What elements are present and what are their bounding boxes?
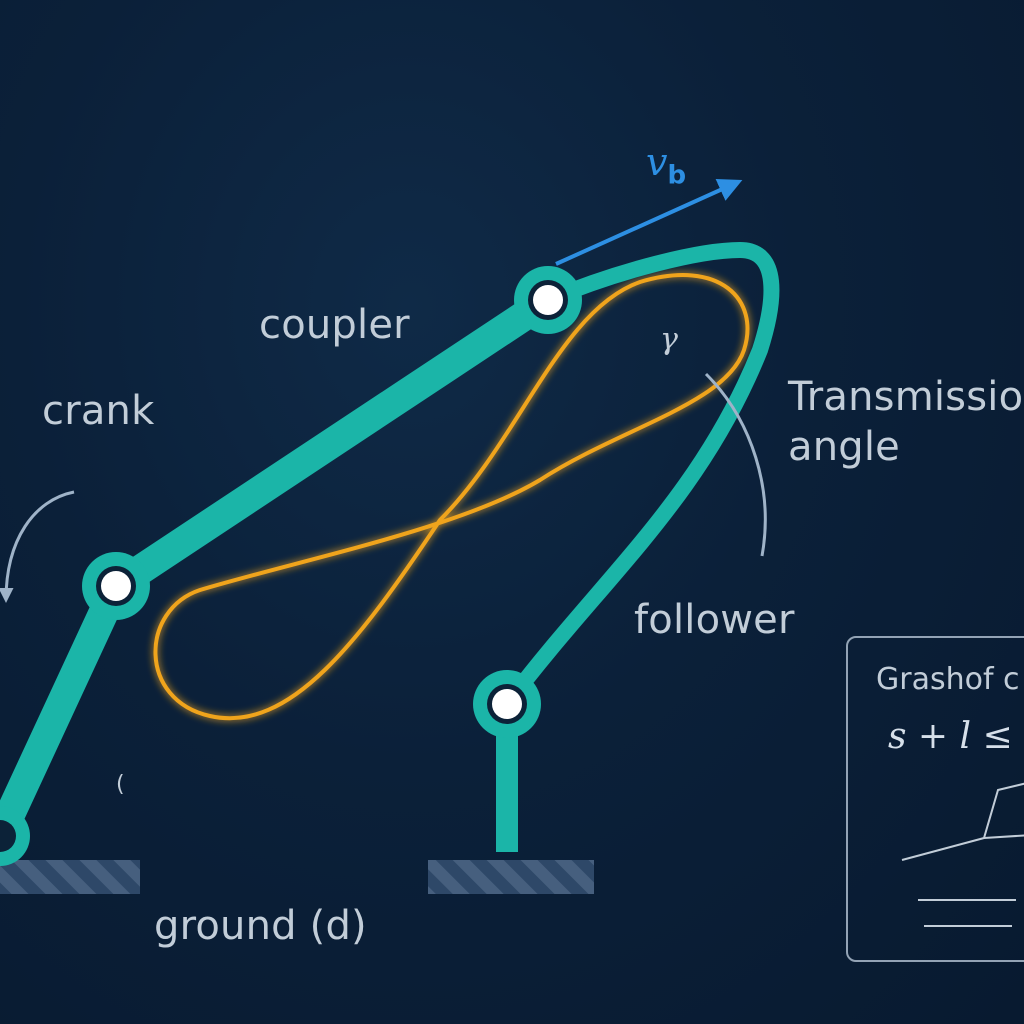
velocity-arrow bbox=[555, 178, 743, 266]
transmission-angle-arc bbox=[704, 372, 767, 557]
ground-label: ground (d) bbox=[154, 903, 367, 949]
pin-crank-ground bbox=[0, 806, 30, 866]
coupler-extension bbox=[499, 241, 780, 712]
ground-left bbox=[0, 860, 140, 894]
pin-follower-ground bbox=[473, 670, 541, 738]
coupler-label: coupler bbox=[259, 302, 410, 348]
follower-label: follower bbox=[634, 597, 795, 643]
ground-right bbox=[428, 860, 594, 894]
velocity-label: vb bbox=[646, 140, 686, 191]
grashof-formula: s + l ≤ p bbox=[888, 716, 1024, 757]
coupler-link bbox=[101, 285, 563, 601]
velocity-symbol: v bbox=[646, 140, 668, 184]
crank-rotation-arrow bbox=[0, 490, 75, 603]
grashof-title: Grashof c bbox=[876, 662, 1020, 697]
transmission-angle-label: Transmissio angle bbox=[788, 372, 1023, 472]
small-mark: ( bbox=[116, 772, 125, 797]
pin-coupler-follower bbox=[514, 266, 582, 334]
coupler-curve bbox=[153, 273, 750, 721]
grashof-sketch bbox=[901, 782, 1024, 927]
transmission-angle-line1: Transmissio bbox=[788, 374, 1024, 420]
crank-link bbox=[0, 571, 131, 851]
transmission-angle-line2: angle bbox=[788, 424, 900, 470]
gamma-symbol: γ bbox=[660, 322, 678, 357]
pin-crank-coupler bbox=[82, 552, 150, 620]
grashof-condition-box: Grashof c s + l ≤ p bbox=[846, 636, 1024, 962]
crank-label: crank bbox=[42, 388, 155, 434]
velocity-subscript: b bbox=[667, 160, 687, 191]
